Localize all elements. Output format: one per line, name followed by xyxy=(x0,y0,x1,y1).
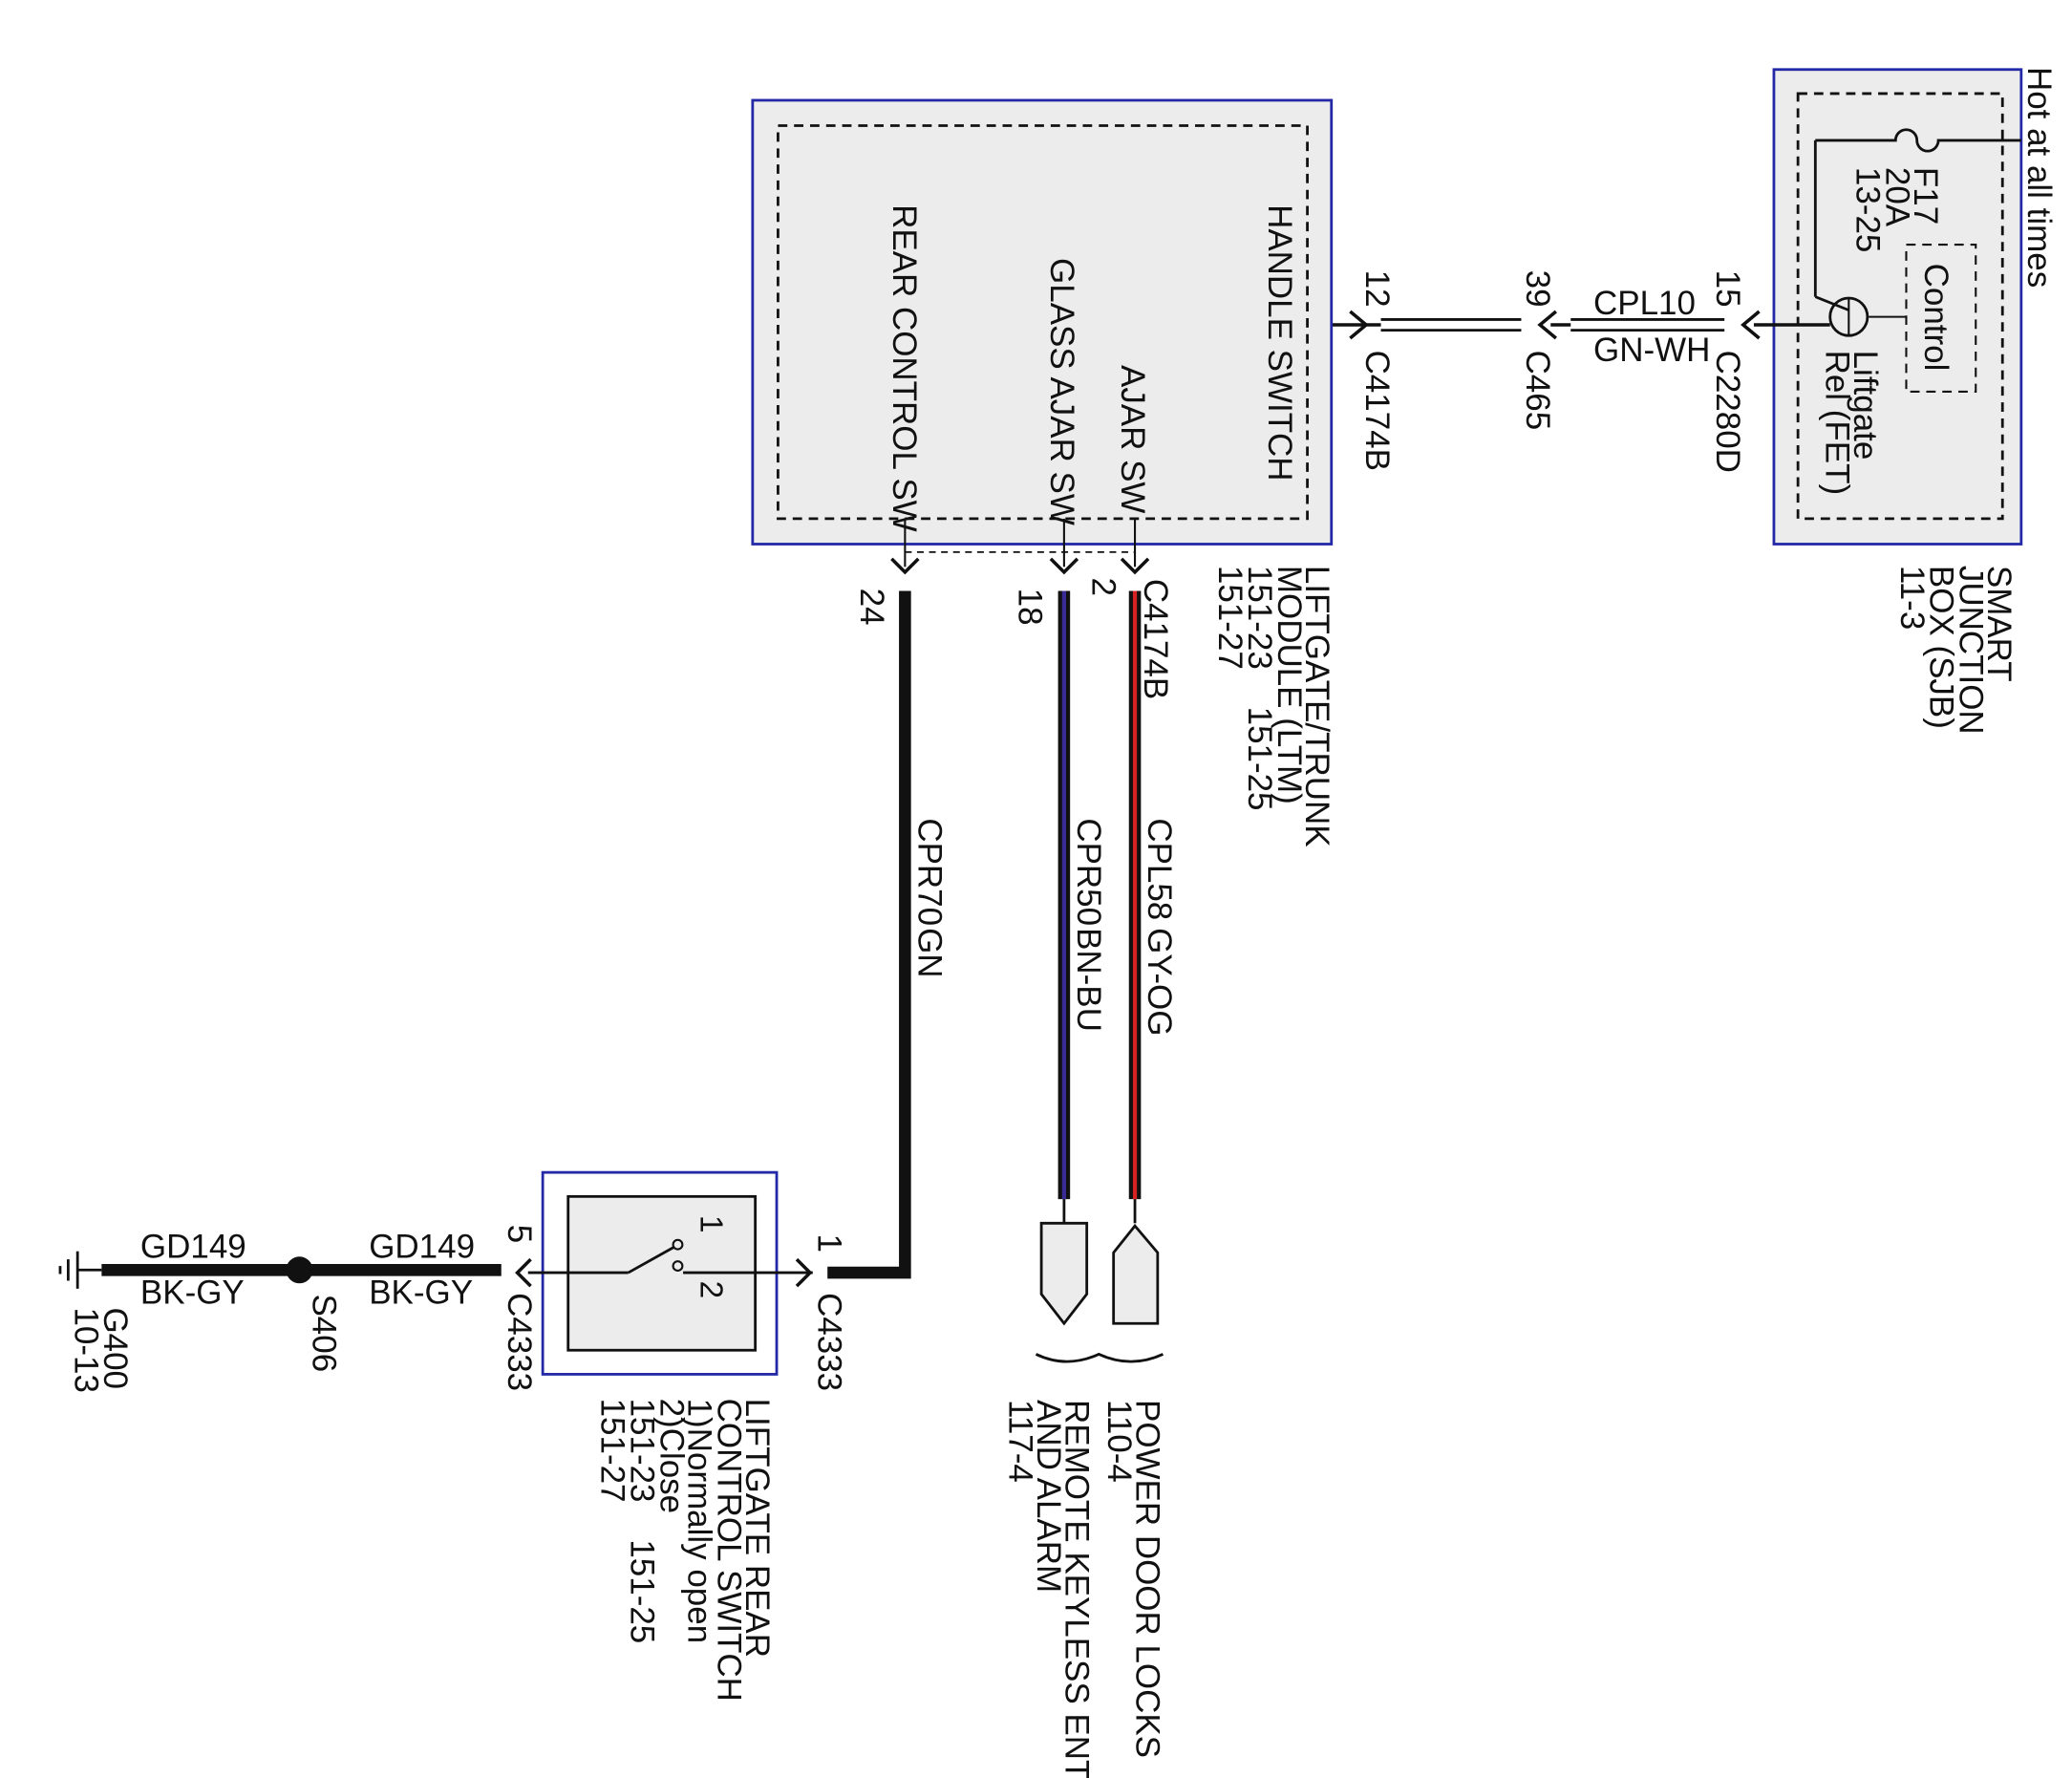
ltm-glass-pin-label: 18 xyxy=(1011,589,1048,626)
ltm-ajar-pin-label: 2 xyxy=(1084,577,1121,595)
switch-in-pin: 1 xyxy=(810,1234,847,1253)
rear-switch-note-2: 2)Close xyxy=(652,1399,690,1513)
cpr70-color-label: GN xyxy=(910,928,948,977)
cpr50-circuit-label: CPR50 xyxy=(1070,818,1107,926)
liftgate-rear-control-switch xyxy=(515,1170,813,1376)
power-door-locks-ref-arrow xyxy=(1112,1223,1160,1325)
rear-switch-ref-2: 151-27 xyxy=(594,1399,631,1503)
ltm-name-1: LIFTGATE/TRUNK xyxy=(1298,566,1335,847)
wire-cpr70 xyxy=(827,590,911,1279)
relay-label-2: Rel (FET) xyxy=(1819,351,1856,496)
switch-out-pin: 5 xyxy=(501,1225,538,1243)
fuse-ref-label: 13-25 xyxy=(1849,167,1887,252)
switch-pos-1: 1 xyxy=(693,1215,728,1233)
fuse-id-label: F17 xyxy=(1907,167,1944,225)
ltm-rear-pin-label: 24 xyxy=(853,589,890,626)
ground-g400-label: G400 xyxy=(96,1307,134,1389)
gd149-a-circuit: GD149 xyxy=(140,1229,246,1266)
ajar-sw-label: AJAR SW xyxy=(1114,365,1151,513)
rke-label-1: REMOTE KEYLESS ENTRY xyxy=(1057,1400,1095,1778)
gd149-a-color: BK-GY xyxy=(140,1274,245,1311)
cpl10-circuit-label: CPL10 xyxy=(1593,285,1696,322)
ltm-connector-top-label: C4174B xyxy=(1358,351,1396,471)
switch-contact-icon xyxy=(628,1246,674,1275)
hot-at-all-times-label: Hot at all times xyxy=(2020,67,2058,288)
smart-junction-box xyxy=(1772,68,2023,546)
sjb-pin-label: 15 xyxy=(1709,270,1746,308)
sjb-page-ref: 11-3 xyxy=(1893,566,1931,630)
cpl58-circuit-label: CPL58 xyxy=(1141,818,1178,920)
rear-switch-note-1: 1)Normally open xyxy=(681,1399,718,1644)
ltm-ref-line-1: 151-23 151-25 xyxy=(1241,566,1278,811)
ltm-name-2: MODULE (LTM) xyxy=(1271,566,1308,804)
handle-switch-label: HANDLE SWITCH xyxy=(1261,204,1298,481)
wire-cpl10 xyxy=(1310,310,1830,340)
switch-out-connector: C4333 xyxy=(501,1293,538,1391)
cpr70-circuit-label: CPR70 xyxy=(910,818,948,926)
switch-in-connector: C4333 xyxy=(810,1293,847,1391)
switch-pos-2: 2 xyxy=(693,1280,728,1298)
rke-ref: 117-4 xyxy=(1002,1400,1039,1483)
rke-ref-arrow xyxy=(1039,1221,1089,1326)
rear-switch-ref-1: 151-23 151-25 xyxy=(623,1399,660,1644)
sjb-connector-label: C2280D xyxy=(1709,351,1746,473)
gd149-b-circuit: GD149 xyxy=(369,1229,475,1266)
control-label: Control xyxy=(1917,264,1955,372)
ground-g400-icon xyxy=(58,1251,79,1289)
fuse-f17-icon xyxy=(1815,128,2021,153)
rear-control-sw-label: REAR CONTROL SW xyxy=(886,204,923,532)
splice-s406-label: S406 xyxy=(305,1294,342,1372)
liftgate-trunk-module xyxy=(751,98,1334,575)
fuse-rating-label: 20A xyxy=(1878,167,1915,227)
wire-gd149 xyxy=(77,1256,502,1284)
rke-label-2: AND ALARM xyxy=(1030,1400,1067,1593)
c465-pin-label: 39 xyxy=(1519,270,1556,308)
wire-cpr50 xyxy=(1039,590,1089,1326)
control-box xyxy=(1905,244,1977,394)
c465-connector-label: C465 xyxy=(1519,351,1556,431)
cpl58-color-label: GY-OG xyxy=(1141,928,1178,1036)
gd149-b-color: BK-GY xyxy=(369,1274,473,1311)
glass-ajar-sw-label: GLASS AJAR SW xyxy=(1043,258,1080,525)
rear-switch-name-1: LIFTGATE REAR xyxy=(738,1399,776,1658)
cpr50-color-label: BN-BU xyxy=(1070,928,1107,1032)
ground-g400-ref: 10-13 xyxy=(67,1307,104,1392)
wire-cpl58 xyxy=(1112,590,1160,1325)
sjb-name-1: SMART xyxy=(1980,566,2018,682)
power-door-locks-label: POWER DOOR LOCKS xyxy=(1128,1400,1165,1758)
sjb-name-2: JUNCTION xyxy=(1952,566,1989,735)
power-door-locks-ref: 110-4 xyxy=(1100,1400,1138,1483)
rear-switch-name-2: CONTROL SWITCH xyxy=(710,1399,747,1702)
ltm-connector-bottom-label: C4174B xyxy=(1137,579,1174,699)
ltm-handle-pin-label: 12 xyxy=(1358,270,1396,308)
sjb-name-3: BOX (SJB) xyxy=(1923,566,1960,729)
ref-brace xyxy=(1035,1352,1164,1363)
cpl10-color-label: GN-WH xyxy=(1593,332,1710,369)
relay-label-1: Liftgate xyxy=(1847,351,1884,461)
splice-s406-icon xyxy=(286,1256,313,1284)
ltm-ref-line-2: 151-27 xyxy=(1211,566,1249,670)
